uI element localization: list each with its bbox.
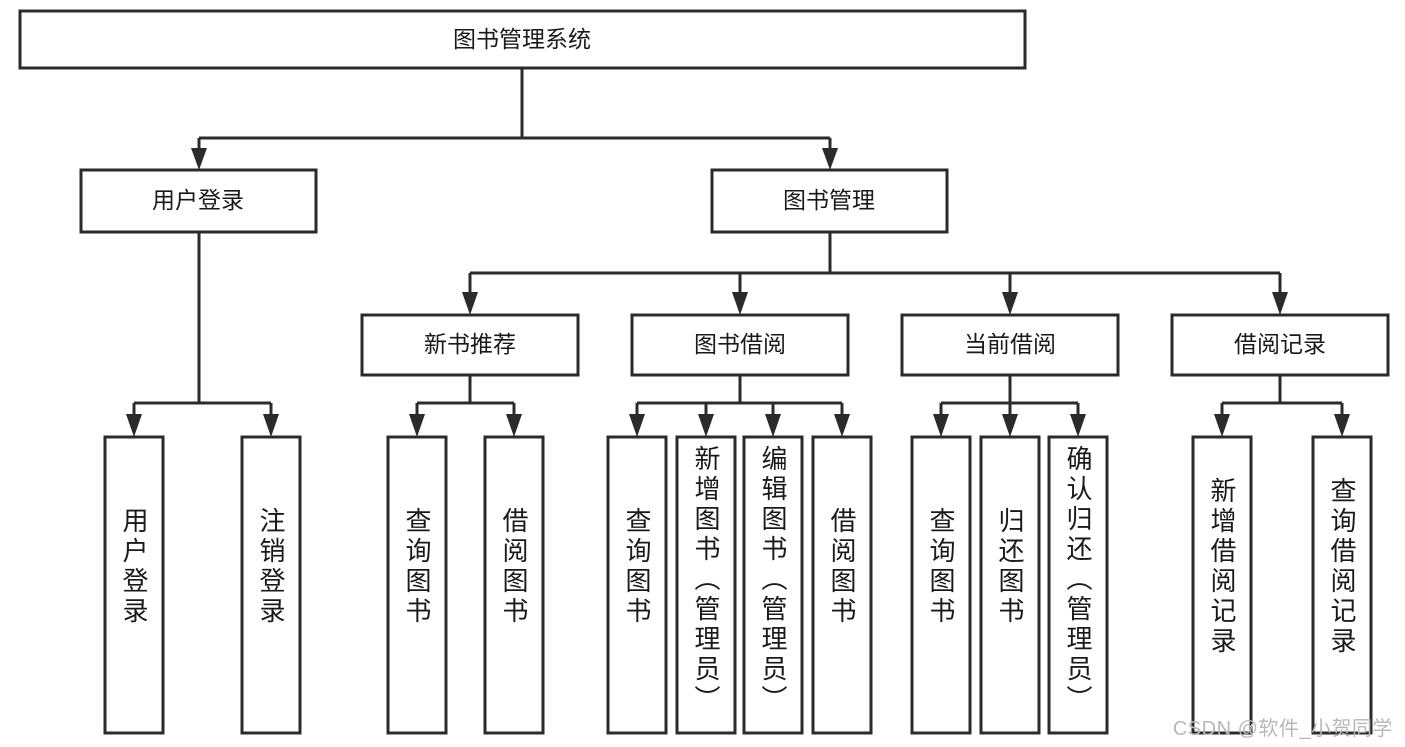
leaf-box-add-record[interactable] bbox=[1191, 435, 1253, 735]
connector-group-user-login bbox=[126, 232, 279, 437]
connector-group-new-book-recommend bbox=[409, 375, 522, 437]
node-new-book-recommend[interactable]: 新书推荐 bbox=[360, 313, 580, 377]
connector-group-book-borrow bbox=[629, 375, 850, 437]
leaf-box-return-book[interactable] bbox=[979, 435, 1041, 735]
leaf-box-edit-book[interactable] bbox=[742, 435, 804, 735]
node-user-login-label: 用户登录 bbox=[152, 187, 244, 213]
leaf-box-query-book-3[interactable] bbox=[910, 435, 972, 735]
leaf-box-user-login[interactable] bbox=[103, 435, 165, 735]
arrow-head-leaf-borrow-book-1 bbox=[506, 414, 522, 437]
connector-group-current-borrow bbox=[933, 375, 1086, 437]
leaf-box-user-logout[interactable] bbox=[240, 435, 302, 735]
node-borrow-record-label: 借阅记录 bbox=[1234, 331, 1326, 357]
arrow-head-book-borrow bbox=[732, 292, 748, 315]
arrow-head-leaf-query-book-3 bbox=[933, 414, 949, 437]
leaf-box-borrow-book-1[interactable] bbox=[483, 435, 545, 735]
leaf-box-confirm-return[interactable] bbox=[1047, 435, 1109, 735]
node-current-borrow-label: 当前借阅 bbox=[964, 331, 1056, 357]
arrow-head-leaf-borrow-book-2 bbox=[834, 414, 850, 437]
connector-group-root bbox=[191, 68, 838, 170]
arrow-head-user-login bbox=[191, 148, 207, 170]
arrow-head-leaf-user-login bbox=[126, 414, 142, 437]
arrow-head-leaf-query-record bbox=[1334, 414, 1350, 437]
node-book-borrow[interactable]: 图书借阅 bbox=[630, 313, 850, 377]
node-book-borrow-label: 图书借阅 bbox=[694, 331, 786, 357]
leaf-box-query-book-1[interactable] bbox=[386, 435, 448, 735]
arrow-head-leaf-user-logout bbox=[263, 414, 279, 437]
csdn-watermark: CSDN @软件_小贺同学 bbox=[1172, 718, 1393, 740]
leaf-box-add-book[interactable] bbox=[675, 435, 737, 735]
arrow-head-new-book-recommend bbox=[462, 292, 478, 315]
leaf-box-query-book-2[interactable] bbox=[606, 435, 668, 735]
arrow-head-leaf-add-record bbox=[1214, 414, 1230, 437]
arrow-head-leaf-query-book-1 bbox=[409, 414, 425, 437]
node-current-borrow[interactable]: 当前借阅 bbox=[900, 313, 1120, 377]
node-book-manage-label: 图书管理 bbox=[783, 187, 875, 213]
node-borrow-record-box[interactable] bbox=[1170, 313, 1390, 377]
node-root-label: 图书管理系统 bbox=[453, 26, 591, 52]
node-book-manage-box[interactable] bbox=[710, 168, 949, 234]
arrow-head-leaf-query-book-2 bbox=[629, 414, 645, 437]
arrow-head-borrow-record bbox=[1272, 292, 1288, 315]
leaf-box-query-record[interactable] bbox=[1311, 435, 1373, 735]
arrow-head-leaf-confirm-return bbox=[1070, 414, 1086, 437]
node-book-borrow-box[interactable] bbox=[630, 313, 850, 377]
node-new-book-recommend-label: 新书推荐 bbox=[424, 331, 516, 357]
leaf-boxes bbox=[103, 435, 1373, 735]
node-user-login-box[interactable] bbox=[79, 168, 318, 234]
node-user-login[interactable]: 用户登录 bbox=[79, 168, 318, 234]
leaf-box-borrow-book-2[interactable] bbox=[811, 435, 873, 735]
arrow-head-current-borrow bbox=[1002, 292, 1018, 315]
arrow-head-leaf-add-book bbox=[698, 414, 714, 437]
arrow-head-leaf-return-book bbox=[1002, 414, 1018, 437]
node-root[interactable]: 图书管理系统 bbox=[18, 9, 1027, 70]
connector-group-book-manage bbox=[462, 232, 1288, 315]
arrow-head-leaf-edit-book bbox=[765, 414, 781, 437]
connector-group-borrow-record bbox=[1214, 375, 1350, 437]
node-book-manage[interactable]: 图书管理 bbox=[710, 168, 949, 234]
node-borrow-record[interactable]: 借阅记录 bbox=[1170, 313, 1390, 377]
node-root-box[interactable] bbox=[18, 9, 1027, 70]
node-new-book-recommend-box[interactable] bbox=[360, 313, 580, 377]
node-current-borrow-box[interactable] bbox=[900, 313, 1120, 377]
arrow-head-book-manage bbox=[822, 148, 838, 170]
